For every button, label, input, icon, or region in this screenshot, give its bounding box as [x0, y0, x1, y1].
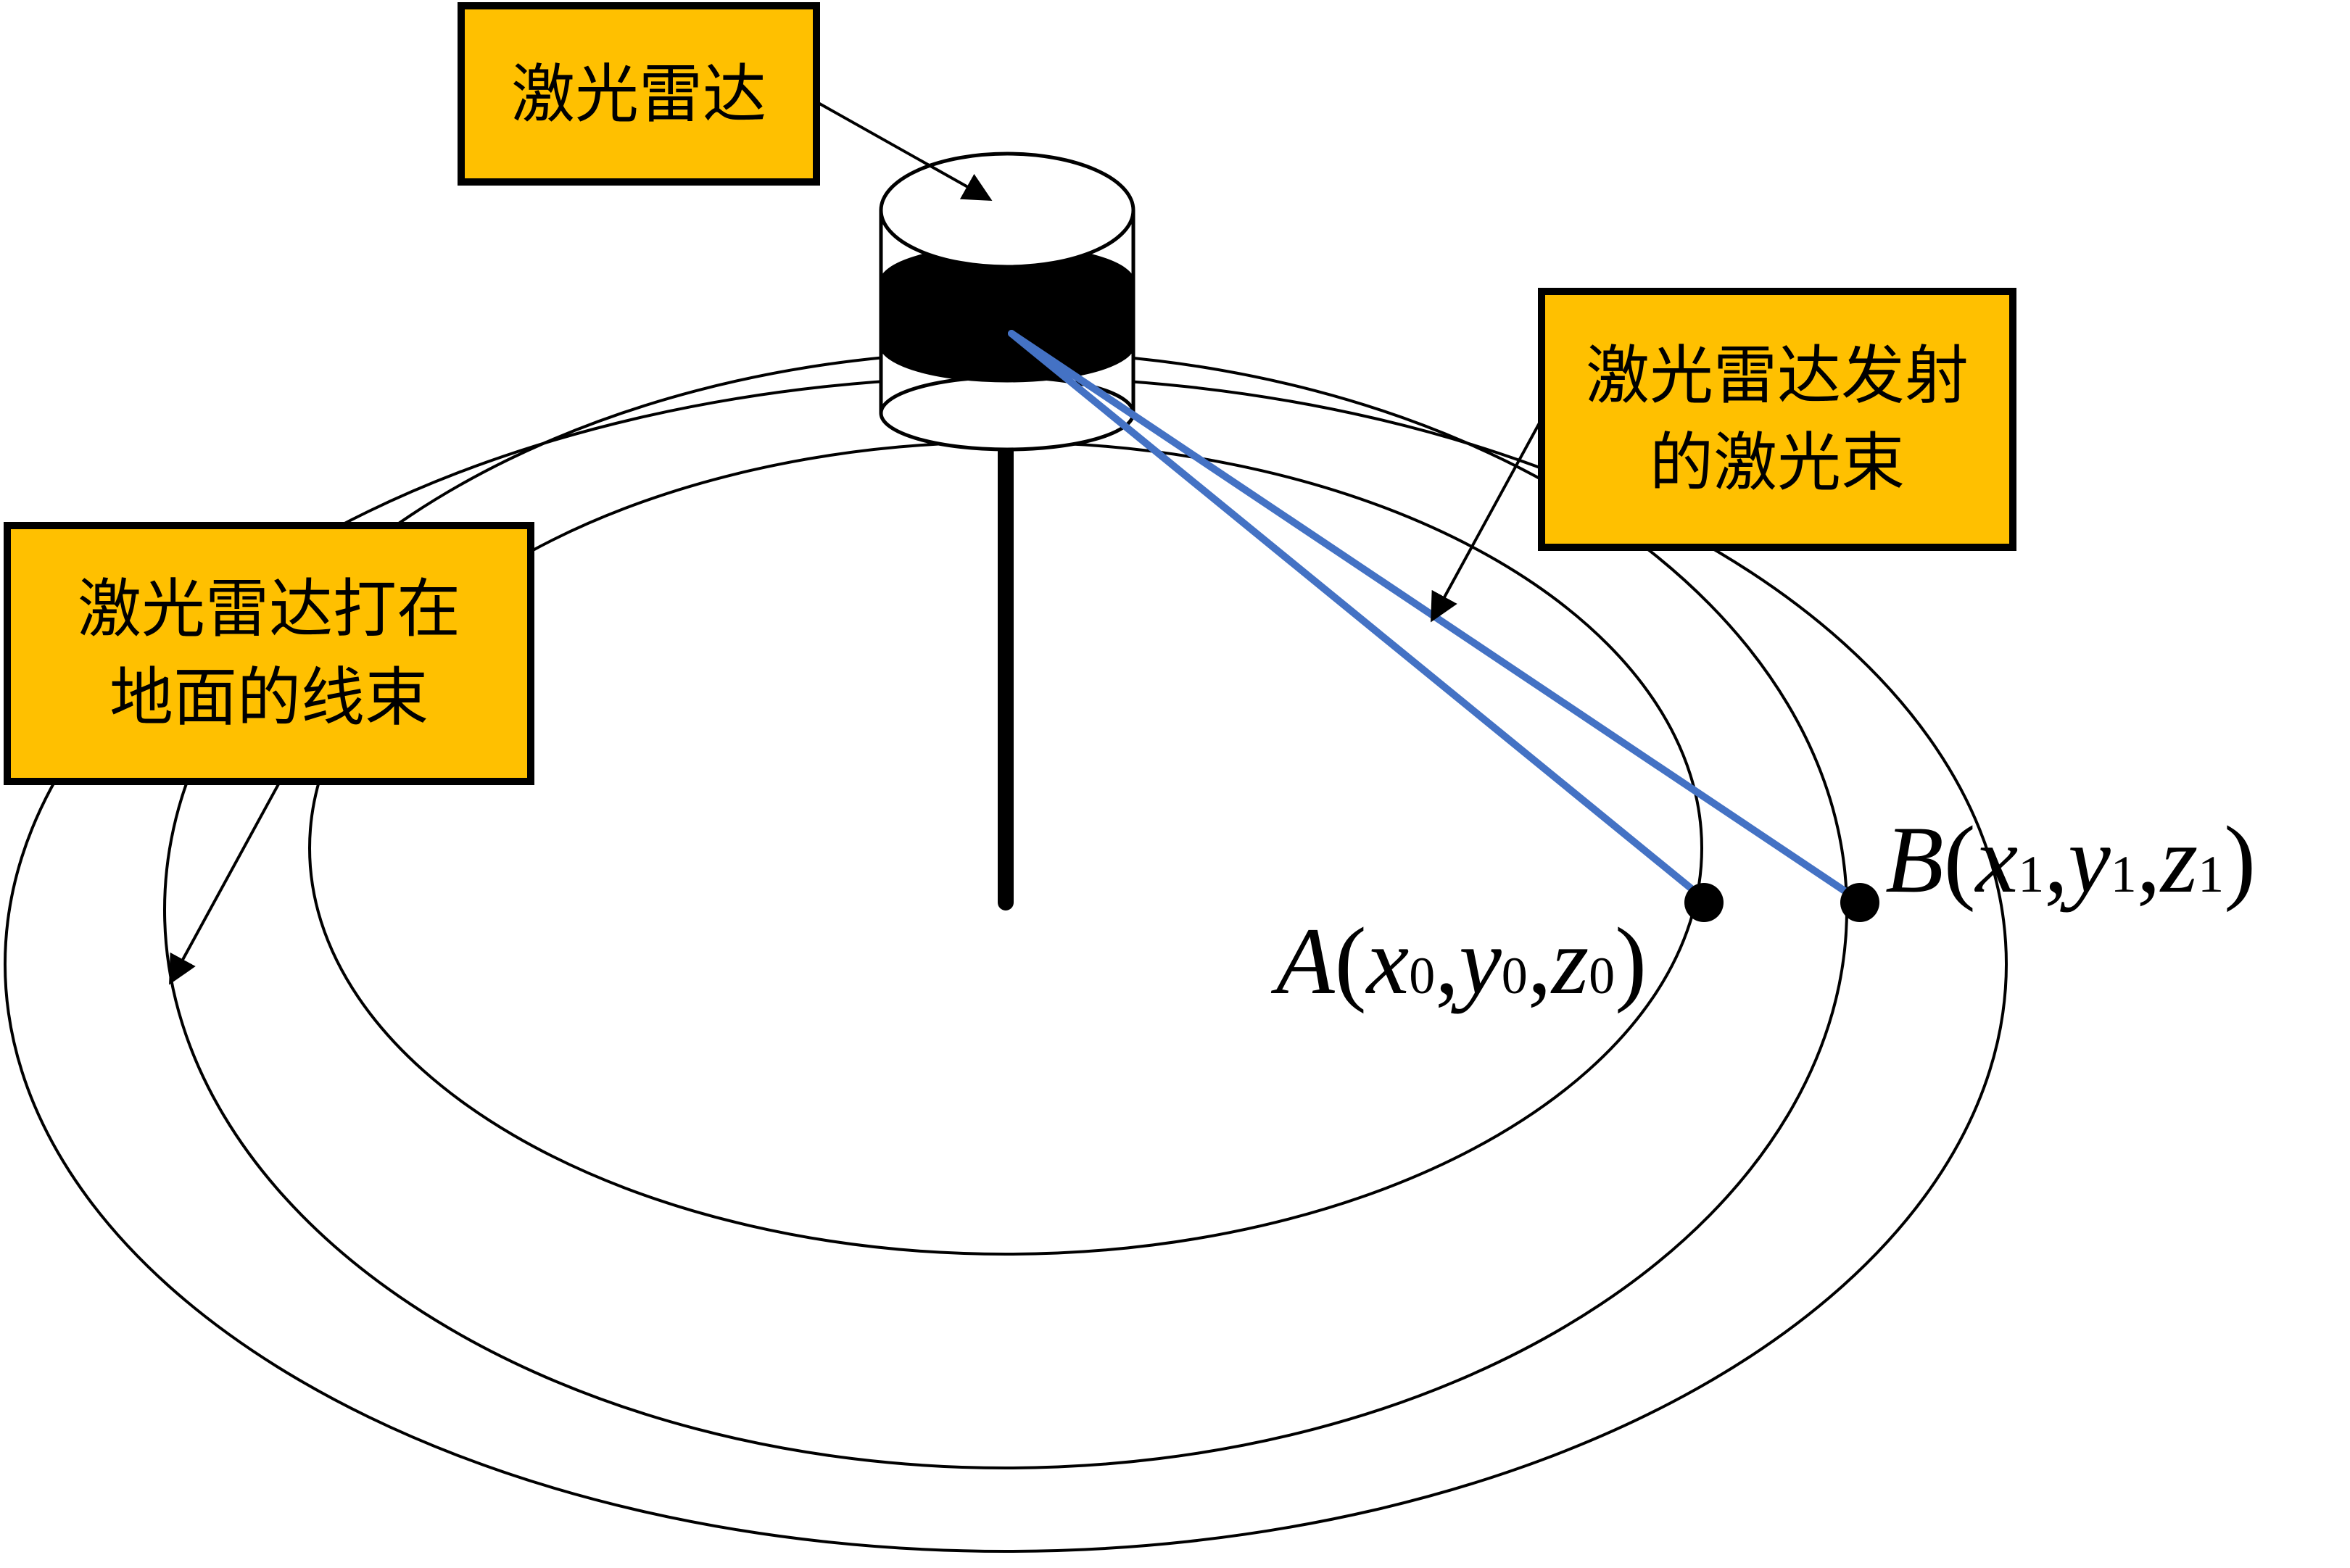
callout-lidar: 激光雷达 [458, 2, 820, 186]
callout-ground-lines: 激光雷达打在 地面的线束 [4, 522, 534, 785]
callout-arrow-icon [169, 782, 281, 985]
callout-beam: 激光雷达发射 的激光束 [1538, 288, 2016, 551]
point-A-label: A(x0,y0,z0) [1270, 908, 1647, 1014]
callout-arrows [169, 100, 1542, 985]
callout-beam-line-1: 激光雷达发射 [1586, 339, 1969, 413]
callout-arrow-icon [1431, 420, 1542, 623]
callout-ground-line-2: 地面的线束 [109, 660, 429, 735]
callout-arrow-icon [815, 100, 993, 201]
callout-ground-line-1: 激光雷达打在 [78, 572, 460, 647]
callout-beam-line-2: 的激光束 [1650, 426, 1905, 500]
point-B-marker [1840, 883, 1879, 922]
point-B-label: B(x1,y1,z1) [1885, 806, 2256, 913]
lidar-sensor-icon [879, 152, 1135, 452]
callout-lidar-line-1: 激光雷达 [511, 57, 766, 132]
laser-beam-to-A [1008, 330, 1708, 903]
point-A-marker [1684, 883, 1724, 922]
